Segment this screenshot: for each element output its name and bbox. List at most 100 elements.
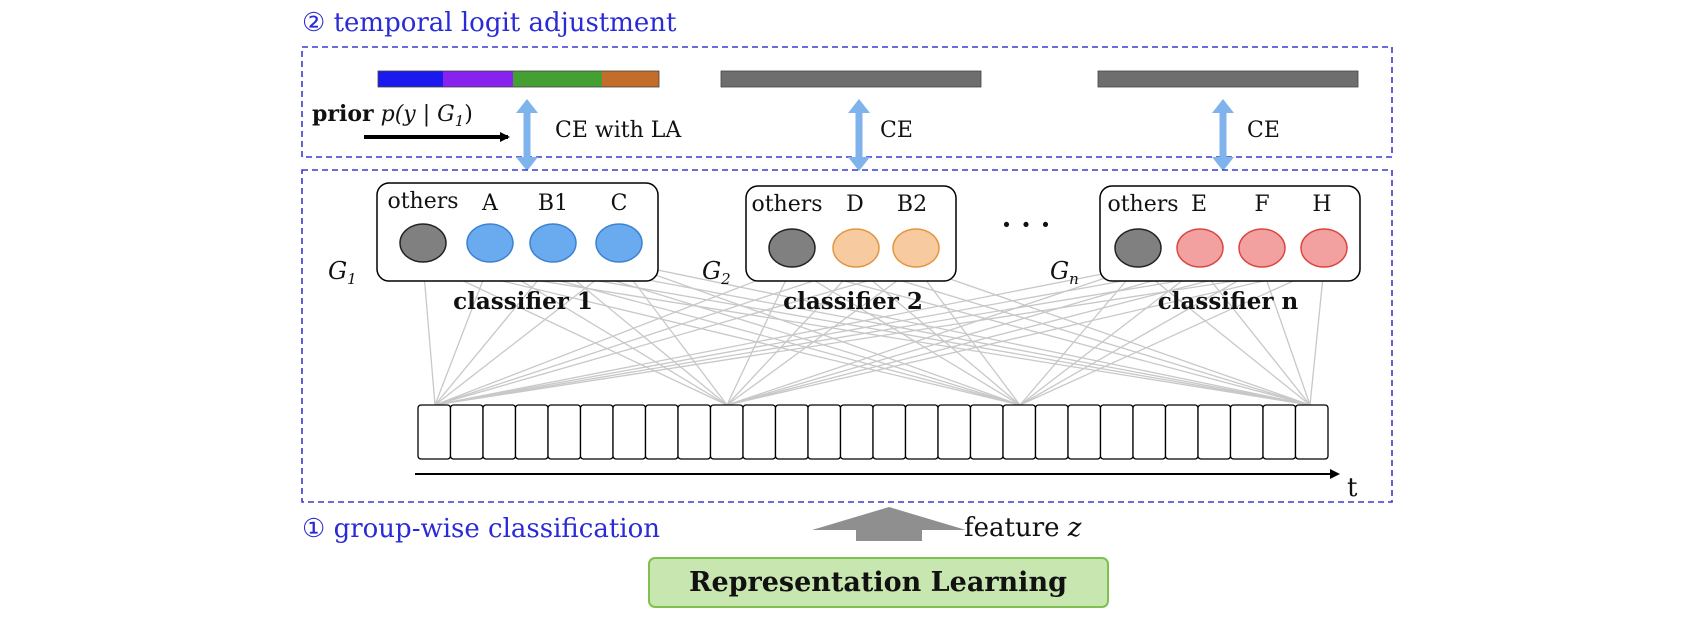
classifier-2-label: classifier 2 xyxy=(783,288,923,315)
connection-line xyxy=(552,261,728,406)
feature-cell xyxy=(1262,404,1297,460)
class-label-gn-others: others xyxy=(1107,192,1178,217)
logit-bar-1-segment-2 xyxy=(443,71,513,87)
prior-expr: p(y | G xyxy=(381,102,455,127)
class-nodes xyxy=(399,223,1348,268)
class-label-g1-c: C xyxy=(611,191,628,216)
connection-line xyxy=(552,261,1021,406)
logit-bar-1-segment-4 xyxy=(602,71,659,87)
feature-cell xyxy=(547,404,582,460)
connection-line xyxy=(1309,266,1325,406)
classifier-1-label: classifier 1 xyxy=(453,288,593,315)
feature-cell xyxy=(1294,404,1329,460)
group-box-n xyxy=(1099,185,1361,282)
feature-cell xyxy=(969,404,1004,460)
connection-line xyxy=(1261,266,1311,406)
feature-cell xyxy=(774,404,809,460)
connection-line xyxy=(618,261,1021,406)
feature-cell xyxy=(449,404,484,460)
representation-learning-box xyxy=(648,557,1109,608)
connection-line xyxy=(618,261,728,406)
temporal-logit-adjustment-box xyxy=(301,46,1393,158)
connection-line xyxy=(422,261,728,406)
class-label-gn-h: H xyxy=(1312,192,1331,217)
feature-cell xyxy=(742,404,777,460)
node-g1-a xyxy=(466,223,514,263)
feature-cell xyxy=(1002,404,1037,460)
connection-line xyxy=(434,266,1263,406)
feature-cell xyxy=(1229,404,1264,460)
connection-line xyxy=(434,261,491,406)
group-label-n: Gn xyxy=(1050,257,1079,288)
ce-label-n: CE xyxy=(1247,118,1280,143)
ce-arrow-1 xyxy=(516,99,538,171)
connection-line xyxy=(434,261,620,406)
feature-cell xyxy=(1132,404,1167,460)
feature-cell xyxy=(1034,404,1069,460)
connection-line xyxy=(489,261,728,406)
connection-line xyxy=(422,261,436,406)
connection-line xyxy=(726,266,793,406)
logit-bar-2 xyxy=(720,70,982,88)
node-gn-others xyxy=(1114,228,1162,268)
feature-sequence xyxy=(417,404,1329,460)
node-g1-b1 xyxy=(529,223,577,263)
group-wise-classification-title: ① group-wise classification xyxy=(302,514,660,544)
connection-line xyxy=(726,266,1325,406)
node-g2-others xyxy=(768,228,816,268)
node-g2-d xyxy=(832,228,880,268)
connection-line xyxy=(791,266,1021,406)
node-gn-f xyxy=(1238,228,1286,268)
connection-line xyxy=(434,266,793,406)
node-gn-h xyxy=(1300,228,1348,268)
logit-bar-n xyxy=(1097,70,1359,88)
feature-cell xyxy=(872,404,907,460)
feature-cell xyxy=(482,404,517,460)
class-label-g2-d: D xyxy=(846,192,864,217)
feature-cell xyxy=(1099,404,1134,460)
feature-cell xyxy=(677,404,712,460)
representation-learning-label: Representation Learning xyxy=(689,567,1067,598)
feature-cell xyxy=(417,404,452,460)
class-label-gn-f: F xyxy=(1254,192,1269,217)
class-labels: others A B1 C others D B2 others E F H xyxy=(387,189,1331,217)
connection-line xyxy=(855,266,1021,406)
connection-line xyxy=(791,266,1311,406)
feature-up-arrow xyxy=(812,507,966,541)
connection-line xyxy=(726,266,917,406)
connection-line xyxy=(1137,266,1311,406)
prior-sub: 1 xyxy=(455,112,465,130)
logit-bar-1-segment-3 xyxy=(513,71,602,87)
logit-bar-1-segment-1 xyxy=(378,71,443,87)
classifier-n-label: classifier n xyxy=(1158,288,1299,315)
class-label-g2-b2: B2 xyxy=(897,192,927,217)
time-axis-label: t xyxy=(1347,473,1358,503)
connection-line xyxy=(618,261,1311,406)
connection-line xyxy=(489,261,1021,406)
connection-line xyxy=(915,266,1311,406)
feature-cell xyxy=(1164,404,1199,460)
node-g2-b2 xyxy=(892,228,940,268)
class-label-g1-b1: B1 xyxy=(538,191,568,216)
class-label-g2-others: others xyxy=(751,192,822,217)
connection-line xyxy=(1199,266,1311,406)
feature-cell xyxy=(579,404,614,460)
prior-word: prior xyxy=(312,101,374,127)
ce-arrows xyxy=(516,99,1234,171)
class-label-g1-others: others xyxy=(387,189,458,214)
node-g1-c xyxy=(595,223,643,263)
ce-arrow-n xyxy=(1212,99,1234,171)
node-gn-e xyxy=(1176,228,1224,268)
ellipsis: · · · xyxy=(1002,208,1051,241)
feature-cell xyxy=(514,404,549,460)
class-label-gn-e: E xyxy=(1191,192,1207,217)
feature-cell xyxy=(1197,404,1232,460)
connection-line xyxy=(422,261,1021,406)
connection-line xyxy=(434,266,1325,406)
feature-cell xyxy=(709,404,744,460)
connection-line xyxy=(915,266,1021,406)
group-wise-classification-box xyxy=(301,169,1393,503)
connection-line xyxy=(489,261,1311,406)
